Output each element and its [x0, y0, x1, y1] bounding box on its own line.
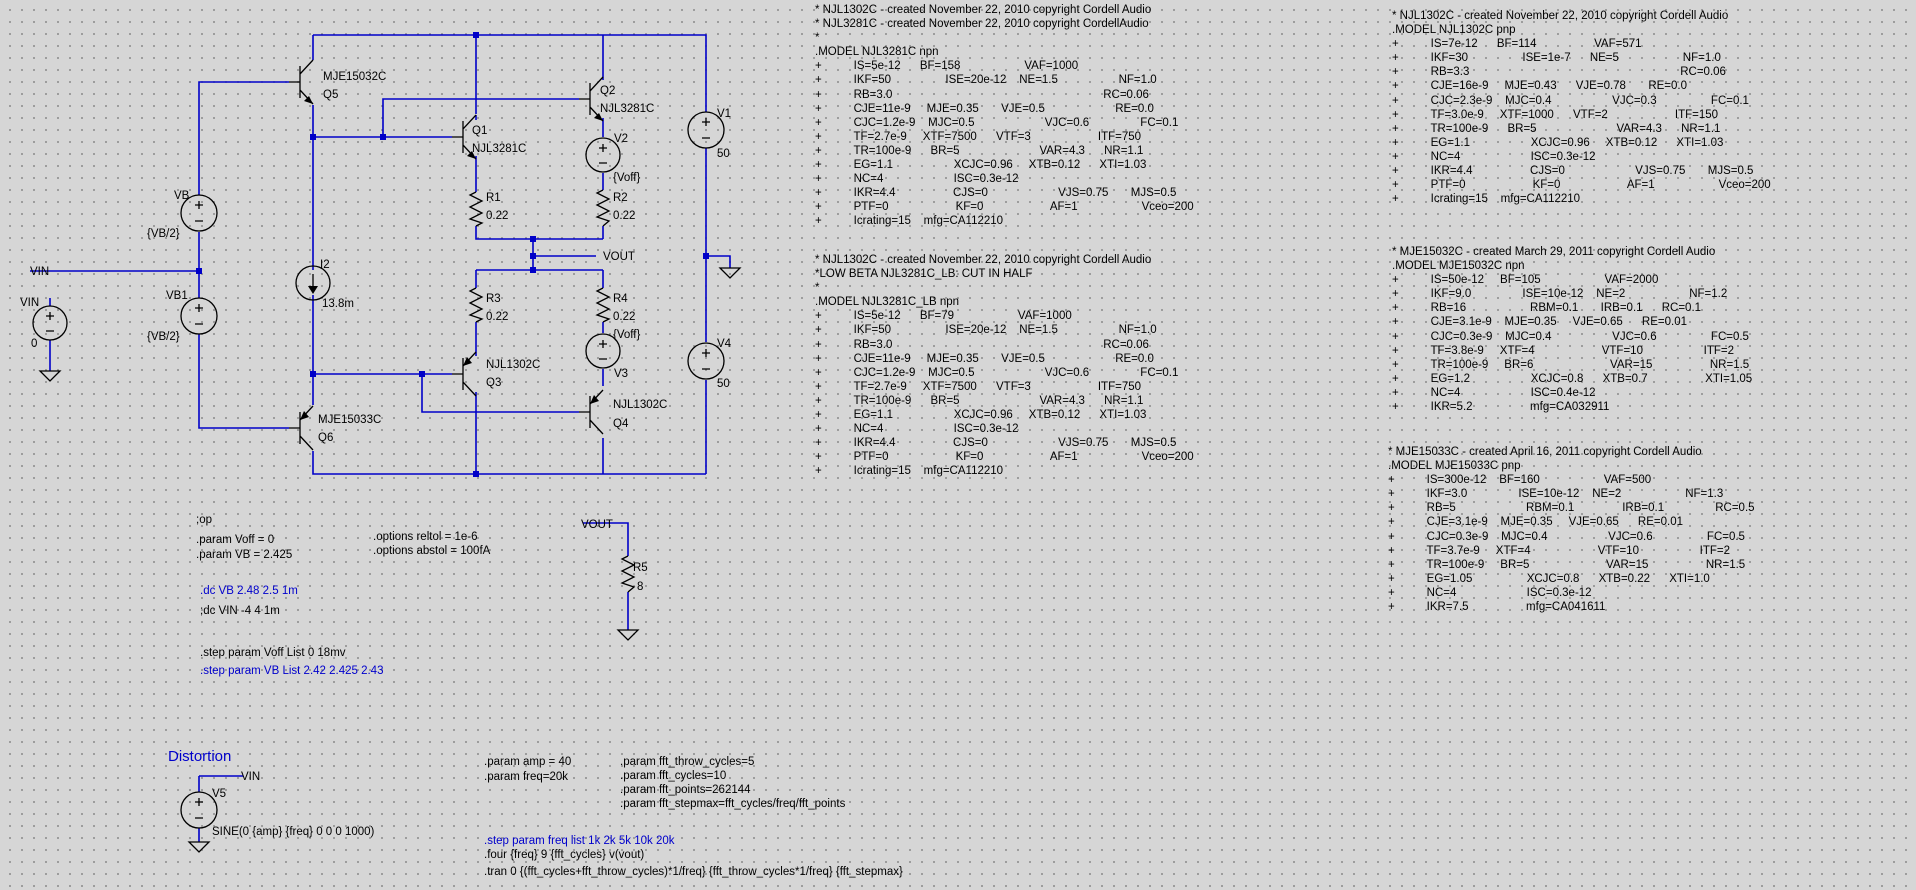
r3-value-label: 0.22 — [486, 311, 508, 323]
ground-symbol-v5 — [187, 841, 211, 853]
q4-model-label: NJL1302C — [613, 399, 667, 411]
component-labels: MJE15032C Q5 Q1 NJL3281C Q2 NJL3281C NJL… — [20, 71, 732, 838]
transistor-q3[interactable] — [452, 351, 477, 397]
model-njl3281c-block[interactable]: * NJL1302C - created November 22, 2010 c… — [815, 4, 1194, 228]
current-source-i2[interactable] — [295, 265, 331, 301]
v3-name-label: V3 — [614, 368, 628, 380]
transistor-q5[interactable] — [289, 59, 314, 105]
q6-model-label: MJE15033C — [318, 414, 381, 426]
r5-name-label: R5 — [633, 562, 648, 574]
v1-value-label: 50 — [717, 148, 730, 160]
model-mje15033c-block[interactable]: * MJE15033C - created April 16, 2011 cop… — [1388, 446, 1755, 614]
options-reltol-directive: .options reltol = 1e-6 — [373, 531, 478, 543]
op-directive: ;op — [196, 514, 212, 526]
vin-net-label: VIN — [30, 266, 49, 278]
model-mje15032c-block[interactable]: * MJE15032C - created March 29, 2011 cop… — [1392, 246, 1753, 414]
four-directive: .four {freq} 9 {fft_cycles} v(vout) — [484, 849, 644, 861]
v5-value-label: SINE(0 {amp} {freq} 0 0 0 1000) — [212, 826, 375, 838]
q2-name-label: Q2 — [600, 85, 615, 97]
wires — [30, 34, 731, 842]
resistor-r4[interactable] — [595, 287, 611, 323]
i2-value-label: 13.8m — [322, 298, 354, 310]
i2-name-label: I2 — [320, 259, 330, 271]
q6-name-label: Q6 — [318, 432, 333, 444]
param-voff-directive: .param Voff = 0 — [196, 534, 274, 546]
param-freq-directive: .param freq=20k — [484, 771, 568, 783]
resistor-r5[interactable] — [620, 555, 636, 593]
vb-name-label: VB — [174, 190, 190, 202]
dc-vin-directive: ;dc VIN -4 4 1m — [200, 605, 280, 617]
param-fft-throw-directive: .param fft_throw_cycles=5 — [620, 756, 754, 768]
q2-model-label: NJL3281C — [600, 103, 654, 115]
voltage-source-v5[interactable] — [180, 791, 218, 829]
q4-name-label: Q4 — [613, 418, 629, 430]
q5-name-label: Q5 — [323, 89, 338, 101]
spice-directives[interactable]: ;op .param Voff = 0 .param VB = 2.425 .o… — [168, 514, 903, 878]
transistor-q2[interactable] — [579, 76, 604, 122]
transistor-q6[interactable] — [289, 405, 314, 451]
options-abstol-directive: .options abstol = 100fA — [373, 545, 491, 557]
vb1-name-label: VB1 — [166, 290, 188, 302]
step-vb-directive: .step param VB List 2.42 2.425 2.43 — [200, 665, 383, 677]
vb-value-label: {VB/2} — [147, 228, 180, 240]
distortion-heading: Distortion — [168, 748, 231, 765]
r3-name-label: R3 — [486, 293, 501, 305]
transistor-q1[interactable] — [452, 114, 477, 160]
step-voff-directive: .step param Voff List 0 18mv — [200, 647, 346, 659]
param-fft-points-directive: .param fft_points=262144 — [620, 784, 751, 796]
r5-value-label: 8 — [637, 581, 643, 593]
v3-value-label: {Voff} — [613, 329, 640, 341]
vout-net-label: VOUT — [603, 251, 635, 263]
ground-symbol-r5 — [616, 629, 640, 641]
resistor-r3[interactable] — [468, 287, 484, 323]
q1-name-label: Q1 — [472, 125, 487, 137]
v2-value-label: {Voff} — [613, 172, 640, 184]
param-fft-stepmax-directive: .param fft_stepmax=fft_cycles/freq/fft_p… — [620, 798, 846, 810]
junctions — [196, 32, 709, 477]
voltage-source-v4[interactable] — [687, 342, 725, 380]
r2-value-label: 0.22 — [613, 210, 635, 222]
voltage-source-vb[interactable] — [180, 194, 218, 232]
v4-name-label: V4 — [717, 338, 732, 350]
v1-name-label: V1 — [717, 108, 731, 120]
resistor-r2[interactable] — [595, 189, 611, 227]
r4-value-label: 0.22 — [613, 311, 635, 323]
vin-source-value-label: 0 — [31, 338, 37, 350]
model-njl3281c-lb-block[interactable]: * NJL1302C - created November 22, 2010 c… — [815, 254, 1194, 478]
dc-vb-directive: .dc VB 2.48 2.5 1m — [200, 585, 298, 597]
vb1-value-label: {VB/2} — [147, 331, 180, 343]
param-vb-directive: .param VB = 2.425 — [196, 549, 292, 561]
q3-name-label: Q3 — [486, 377, 501, 389]
q1-model-label: NJL3281C — [472, 143, 526, 155]
r4-name-label: R4 — [613, 293, 628, 305]
voltage-source-v3[interactable] — [585, 333, 621, 369]
tran-directive: .tran 0 {(fft_cycles+fft_throw_cycles)*1… — [484, 866, 903, 878]
transistor-q4[interactable] — [579, 389, 604, 435]
v2-name-label: V2 — [614, 133, 628, 145]
vin-source-name-label: VIN — [20, 297, 39, 309]
param-fft-cycles-directive: .param fft_cycles=10 — [620, 770, 726, 782]
voltage-source-v2[interactable] — [585, 137, 621, 173]
step-freq-directive: .step param freq list 1k 2k 5k 10k 20k — [484, 835, 675, 847]
ground-symbol-rail — [718, 267, 742, 279]
q3-model-label: NJL1302C — [486, 359, 540, 371]
q5-model-label: MJE15032C — [323, 71, 386, 83]
v4-value-label: 50 — [717, 378, 730, 390]
voltage-source-vin[interactable] — [32, 305, 68, 341]
r5-vout-net-label: VOUT — [581, 519, 613, 531]
voltage-source-v1[interactable] — [687, 111, 725, 149]
r2-name-label: R2 — [613, 192, 628, 204]
model-njl1302c-block[interactable]: * NJL1302C - created November 22, 2010 c… — [1392, 10, 1771, 206]
r1-name-label: R1 — [486, 192, 501, 204]
v5-name-label: V5 — [212, 788, 226, 800]
param-amp-directive: .param amp = 40 — [484, 756, 571, 768]
voltage-source-vb1[interactable] — [180, 297, 218, 335]
v5-vin-net-label: VIN — [241, 771, 260, 783]
ground-symbol-vin — [38, 370, 62, 382]
resistor-r1[interactable] — [468, 191, 484, 227]
r1-value-label: 0.22 — [486, 210, 508, 222]
